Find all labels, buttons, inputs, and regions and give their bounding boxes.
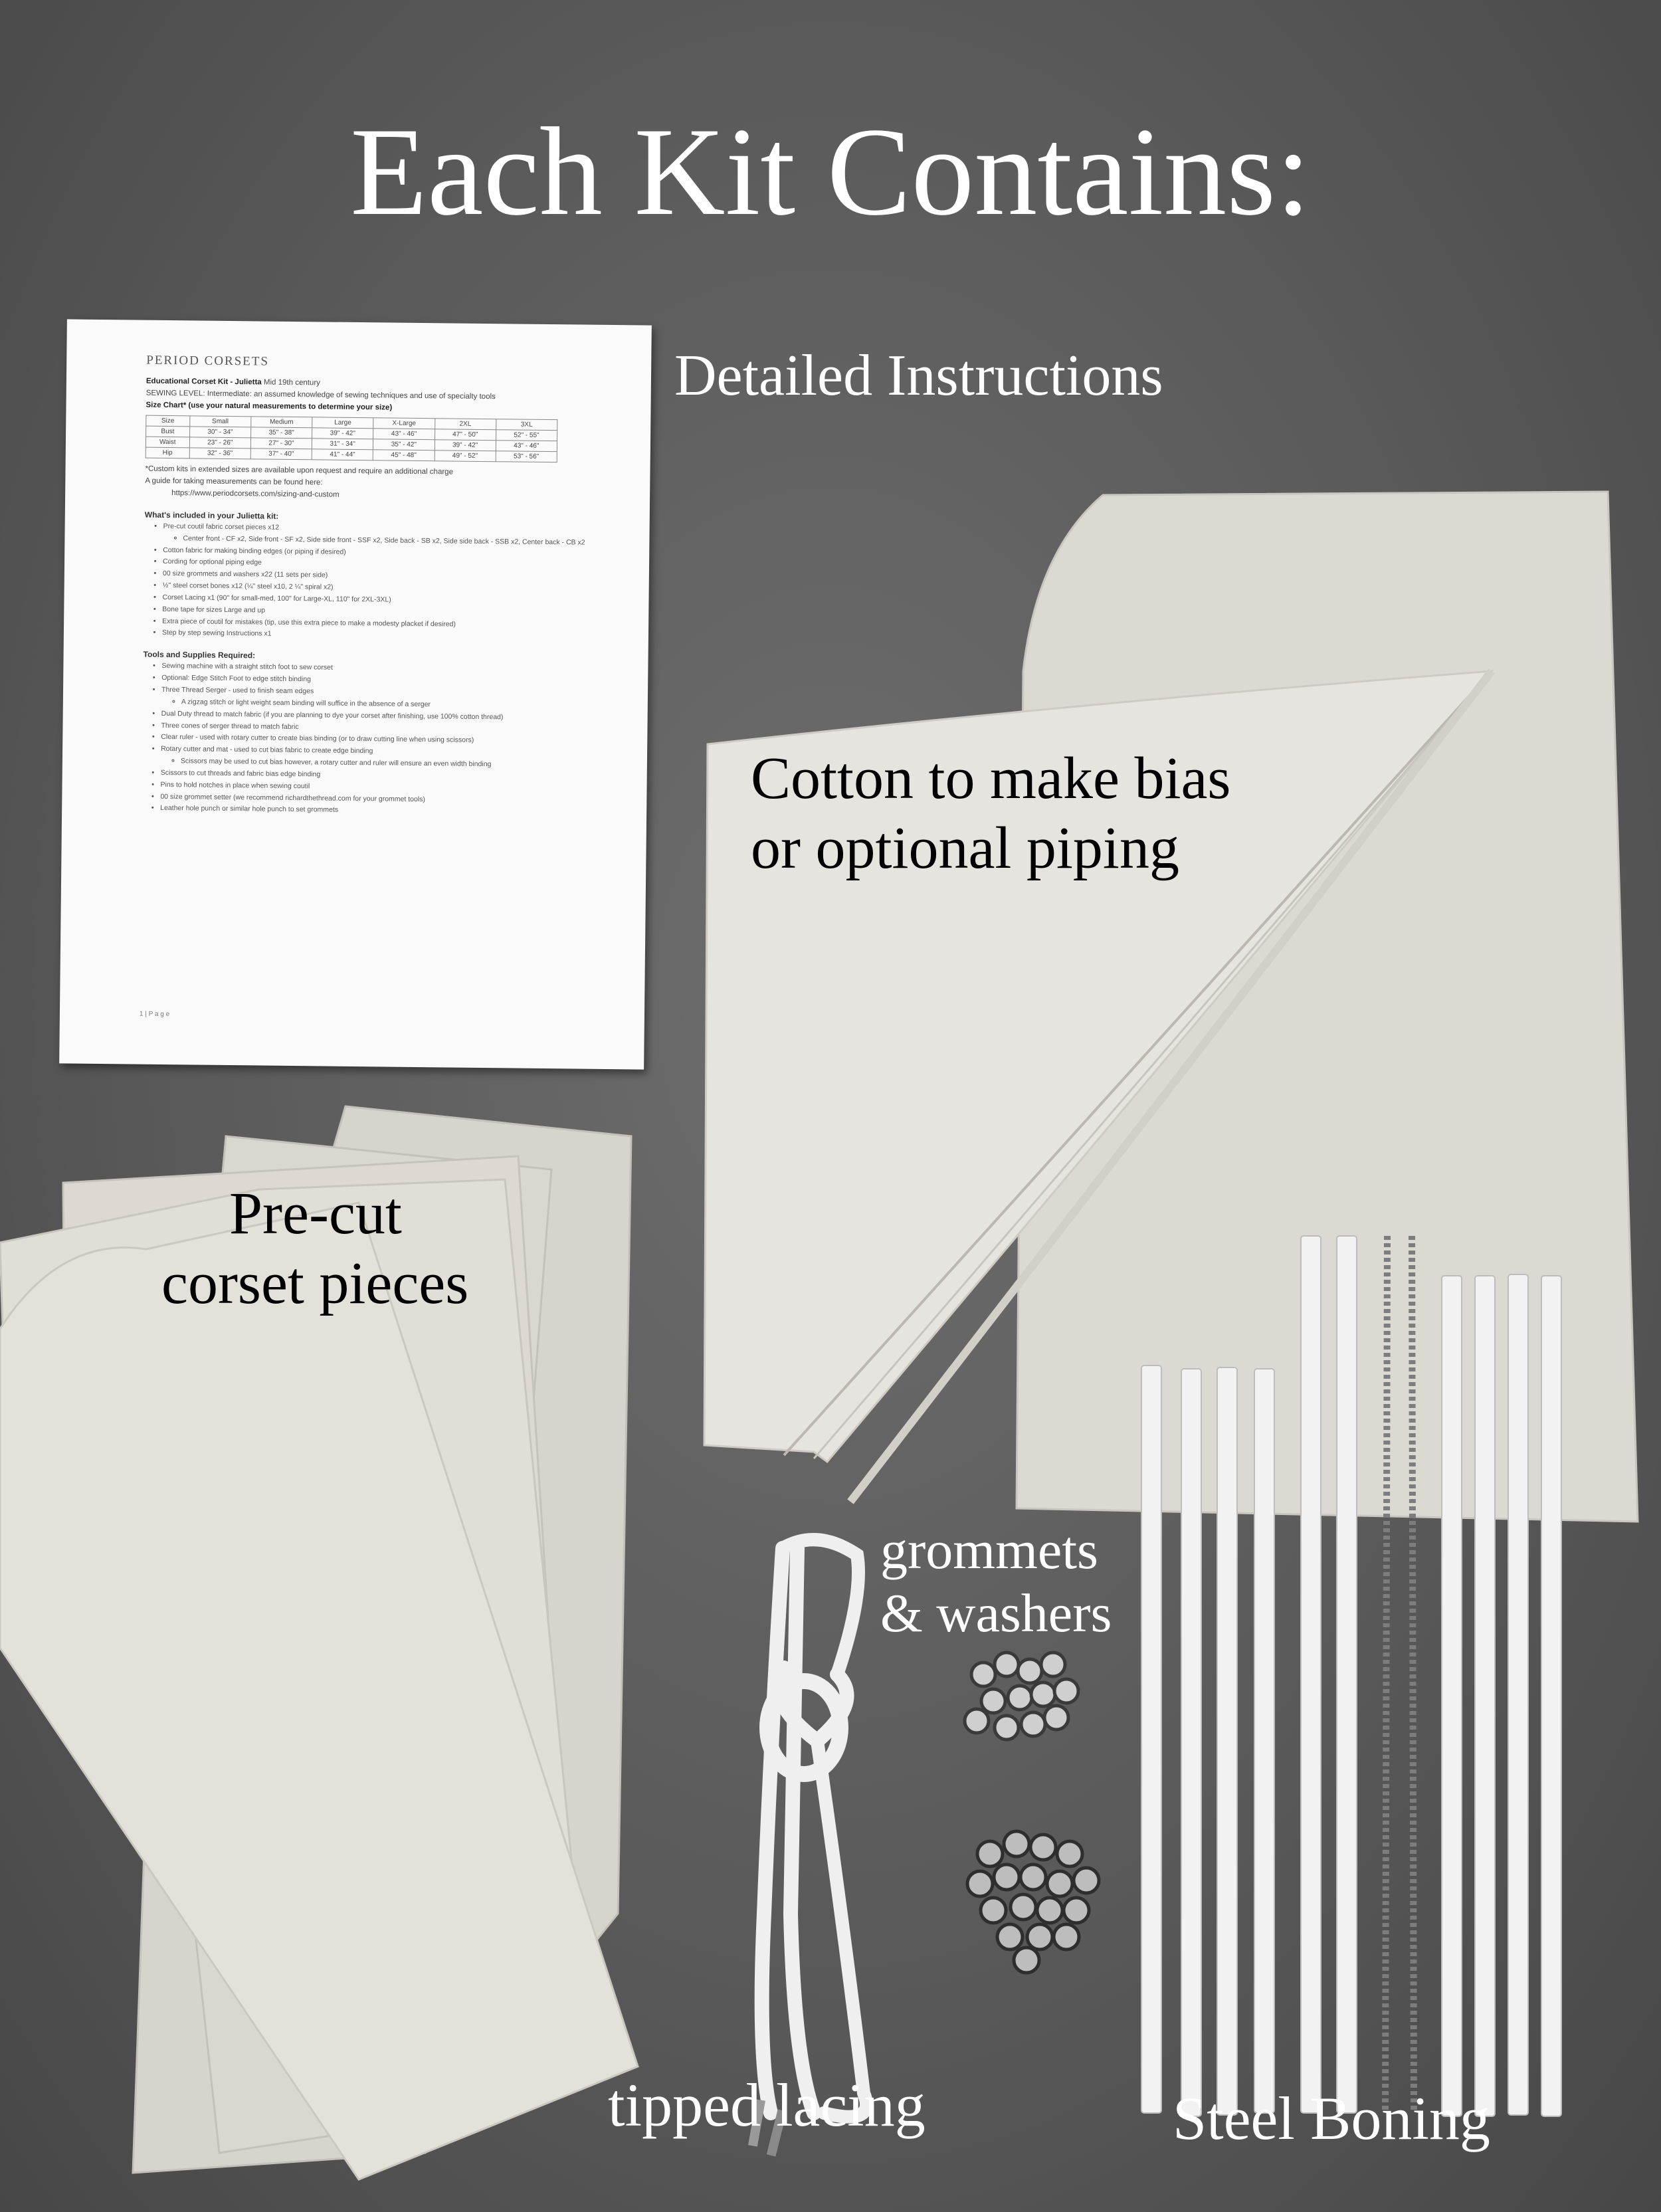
corset-piece (0, 1201, 639, 2181)
precut-label-line2: corset pieces (161, 1251, 469, 1316)
precut-label-line1: Pre-cut (229, 1181, 402, 1247)
grommets-label-line2: & washers (880, 1583, 1112, 1643)
instructions-label: Detailed Instructions (674, 344, 1163, 408)
grommets (965, 1829, 1101, 1975)
cotton-fold-line (813, 670, 1493, 1459)
grommets (963, 1651, 1080, 1742)
lacing-tip (766, 2109, 787, 2157)
folded-cotton (703, 670, 1494, 1464)
cotton-fold-line (847, 668, 1495, 1504)
boning-label: Steel Boning (1173, 2084, 1490, 2152)
lacing-tip (748, 2099, 765, 2147)
grommets-label-line1: grommets (880, 1520, 1098, 1580)
cotton-label-line2: or optional piping (751, 815, 1179, 881)
lacing-label: tipped lacing (608, 2071, 926, 2139)
cotton-label-line1: Cotton to make bias (751, 746, 1231, 811)
lacing-coil (754, 1533, 873, 2124)
steel-bones (1141, 1235, 1562, 2117)
cotton-fold-line (783, 670, 1493, 1457)
page-title: Each Kit Contains: (350, 102, 1311, 242)
spiral-bones (1382, 1235, 1417, 2114)
